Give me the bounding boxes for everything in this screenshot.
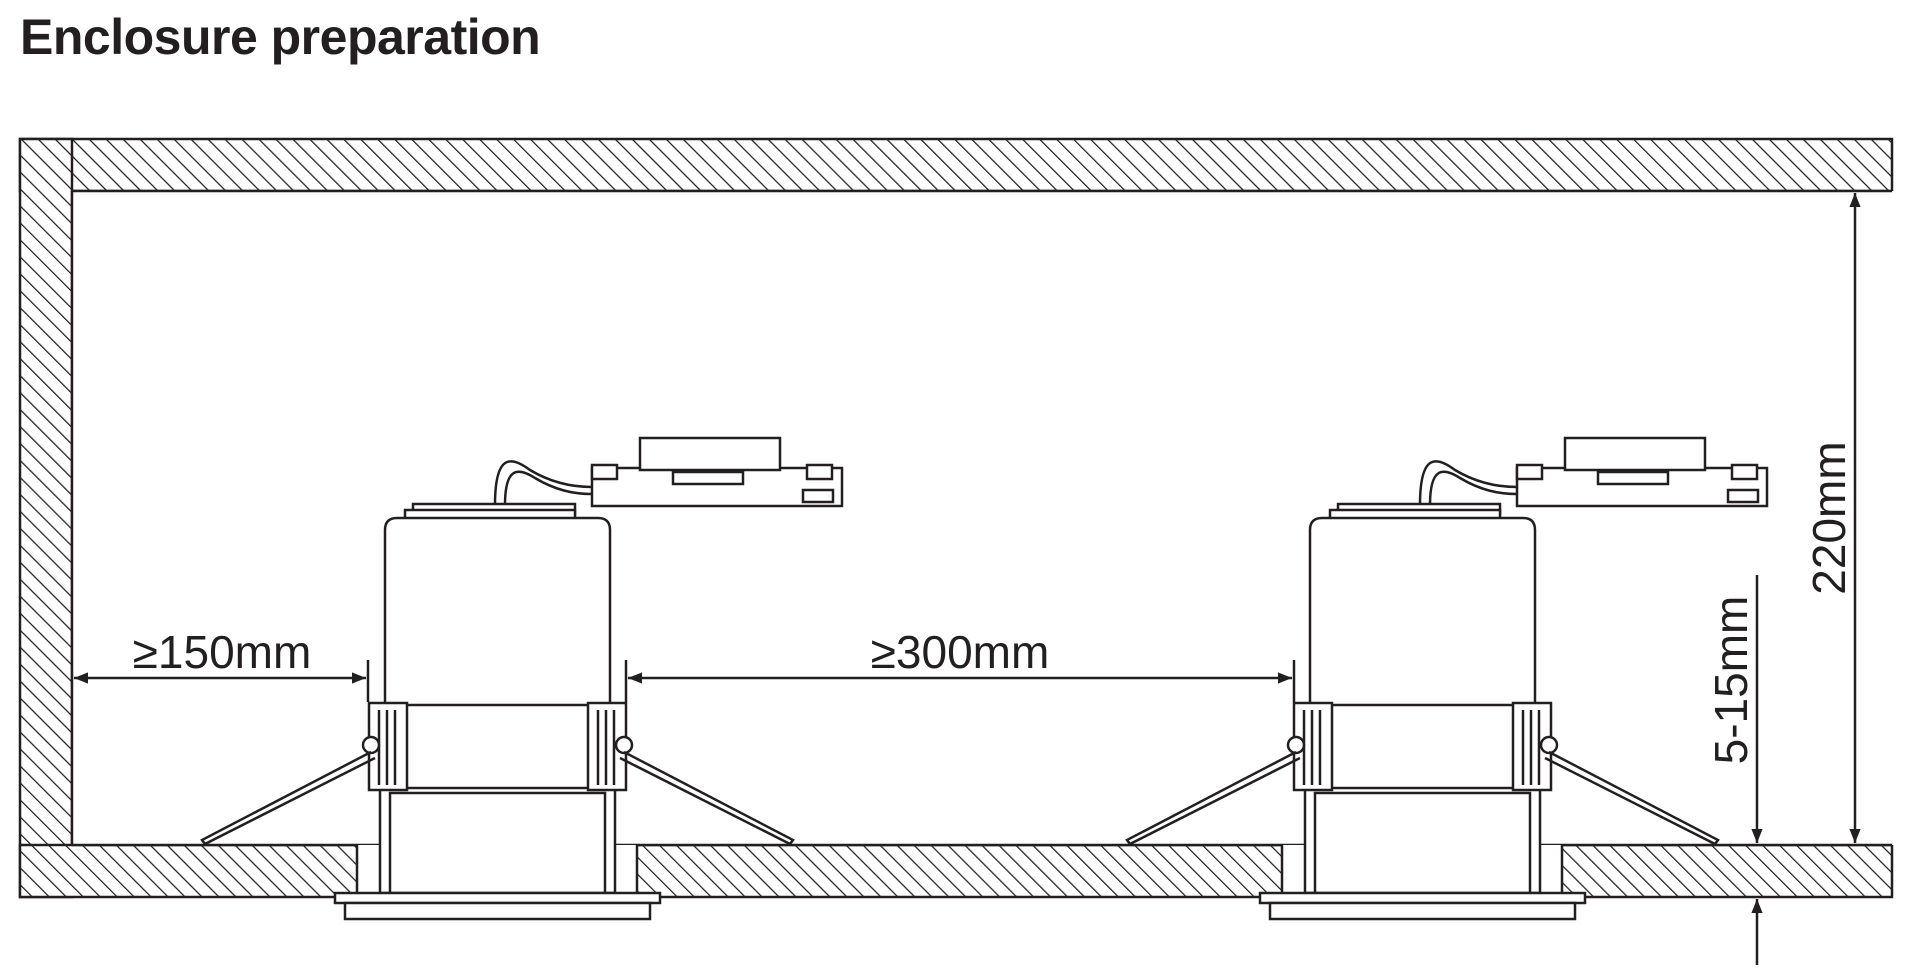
left-wall [18,137,74,899]
depth-dimension: 220mm [1803,193,1861,843]
ceiling-thickness-dimension: 5-15mm [1705,575,1763,965]
top-wall [18,137,1894,193]
page-title: Enclosure preparation [20,9,541,65]
ceiling-thickness-label: 5-15mm [1705,596,1757,765]
spacing-label: ≥300mm [871,626,1050,678]
side-clearance-dimension: ≥150mm [74,626,370,702]
spacing-dimension: ≥300mm [624,626,1296,702]
depth-label: 220mm [1803,441,1855,594]
ceiling-board [18,843,1894,899]
side-clearance-label: ≥150mm [133,626,312,678]
